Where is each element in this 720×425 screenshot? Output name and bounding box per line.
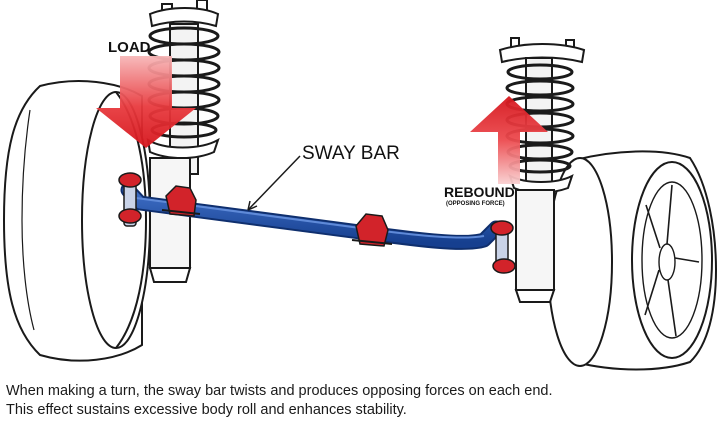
rebound-label: REBOUND xyxy=(444,184,515,200)
caption-line-2: This effect sustains excessive body roll… xyxy=(6,402,407,418)
left-wheel xyxy=(2,80,151,362)
sway-bar-leader-line xyxy=(247,155,301,211)
right-end-link xyxy=(490,220,516,274)
caption: When making a turn, the sway bar twists … xyxy=(6,382,716,420)
down-arrow-icon xyxy=(96,56,196,148)
right-strut xyxy=(498,37,586,303)
load-label: LOAD xyxy=(108,39,151,56)
right-wheel xyxy=(547,150,718,371)
sway-bar-label: SWAY BAR xyxy=(302,143,400,164)
opposing-force-label: (OPPOSING FORCE) xyxy=(446,201,505,207)
up-arrow-icon xyxy=(470,96,548,184)
caption-line-1: When making a turn, the sway bar twists … xyxy=(6,383,553,399)
left-end-link xyxy=(118,172,142,227)
center-bushing xyxy=(351,213,393,247)
left-bushing xyxy=(161,185,201,217)
left-strut xyxy=(146,0,221,283)
